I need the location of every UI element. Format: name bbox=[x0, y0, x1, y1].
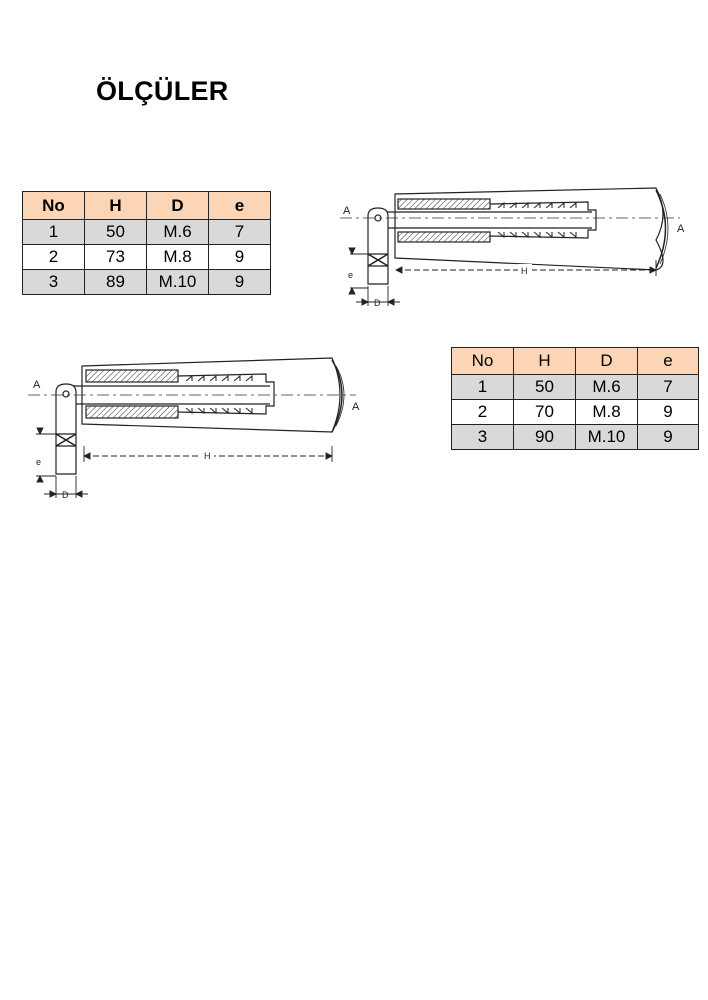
cell-no: 2 bbox=[451, 399, 514, 425]
spring-coils bbox=[185, 374, 253, 415]
cell-d: M.8 bbox=[146, 244, 209, 270]
cell-d: M.6 bbox=[575, 374, 638, 400]
col-header-d: D bbox=[575, 347, 638, 375]
section-label-a-right: A bbox=[352, 401, 360, 413]
cell-e: 9 bbox=[637, 424, 699, 450]
cell-d: M.10 bbox=[146, 269, 209, 295]
col-header-no: No bbox=[22, 191, 85, 220]
table-row: 3 89 M.10 9 bbox=[22, 269, 271, 295]
cell-h: 73 bbox=[84, 244, 147, 270]
cell-no: 3 bbox=[451, 424, 514, 450]
cell-e: 9 bbox=[208, 269, 271, 295]
section-label-a-left: A bbox=[343, 205, 351, 217]
handle-section-drawing-2: A A H e D bbox=[28, 357, 360, 500]
threaded-bushing-bottom bbox=[85, 405, 179, 419]
page-title: ÖLÇÜLER bbox=[96, 76, 229, 106]
inner-bore bbox=[489, 201, 597, 239]
dimension-label-d: D bbox=[62, 490, 69, 500]
cell-no: 2 bbox=[22, 244, 85, 270]
threaded-bushing-top bbox=[85, 369, 179, 383]
col-header-d: D bbox=[146, 191, 209, 220]
dimensions-table-1: No H D e 1 50 M.6 7 2 73 M.8 9 3 89 M.10… bbox=[22, 191, 271, 295]
inner-bore bbox=[177, 373, 275, 415]
dimension-label-e: e bbox=[36, 457, 41, 467]
section-label-a-right: A bbox=[677, 223, 685, 235]
dimension-label-e: e bbox=[348, 270, 353, 280]
cell-e: 9 bbox=[208, 244, 271, 270]
cell-d: M.8 bbox=[575, 399, 638, 425]
cell-h: 89 bbox=[84, 269, 147, 295]
eye-loop bbox=[367, 207, 389, 285]
dimension-label-h: H bbox=[521, 266, 528, 276]
cell-no: 1 bbox=[22, 219, 85, 245]
col-header-e: e bbox=[637, 347, 699, 375]
table-header-row: No H D e bbox=[451, 347, 699, 375]
handle-section-drawing-1: A A H e D bbox=[340, 187, 685, 308]
handle-end-cap bbox=[655, 189, 667, 269]
cell-d: M.6 bbox=[146, 219, 209, 245]
cell-h: 70 bbox=[513, 399, 576, 425]
table-row: 2 70 M.8 9 bbox=[451, 399, 699, 425]
threaded-bushing-top bbox=[397, 198, 491, 210]
cell-no: 1 bbox=[451, 374, 514, 400]
dimensions-table-2: No H D e 1 50 M.6 7 2 70 M.8 9 3 90 M.10… bbox=[451, 347, 699, 450]
table-row: 3 90 M.10 9 bbox=[451, 424, 699, 450]
col-header-no: No bbox=[451, 347, 514, 375]
cell-e: 7 bbox=[637, 374, 699, 400]
dimension-label-d: D bbox=[374, 298, 381, 308]
col-header-h: H bbox=[513, 347, 576, 375]
spring-coils bbox=[497, 201, 577, 239]
threaded-bushing-bottom bbox=[397, 231, 491, 243]
col-header-e: e bbox=[208, 191, 271, 220]
section-label-a-left: A bbox=[33, 379, 41, 391]
cell-no: 3 bbox=[22, 269, 85, 295]
cell-d: M.10 bbox=[575, 424, 638, 450]
eye-loop bbox=[55, 383, 77, 475]
table-row: 1 50 M.6 7 bbox=[22, 219, 271, 245]
cell-h: 90 bbox=[513, 424, 576, 450]
table-row: 1 50 M.6 7 bbox=[451, 374, 699, 400]
dimension-label-h: H bbox=[204, 451, 211, 461]
cell-h: 50 bbox=[513, 374, 576, 400]
col-header-h: H bbox=[84, 191, 147, 220]
cell-e: 9 bbox=[637, 399, 699, 425]
handle-end-cap bbox=[331, 359, 343, 433]
table-row: 2 73 M.8 9 bbox=[22, 244, 271, 270]
cell-e: 7 bbox=[208, 219, 271, 245]
table-header-row: No H D e bbox=[22, 191, 271, 220]
cell-h: 50 bbox=[84, 219, 147, 245]
